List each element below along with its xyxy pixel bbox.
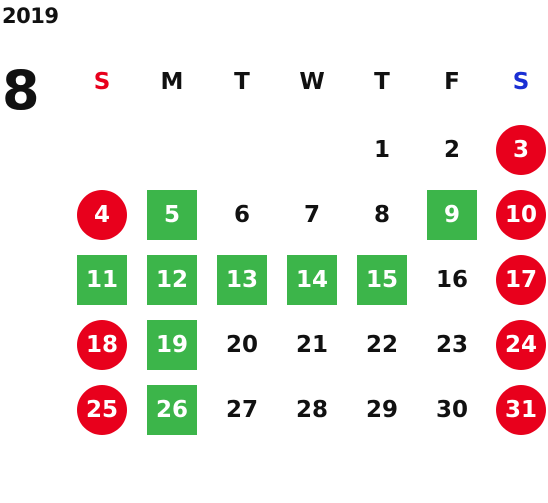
- day-cell-26[interactable]: 26: [147, 385, 197, 435]
- day-cell-1[interactable]: 1: [373, 137, 390, 163]
- day-cell-13[interactable]: 13: [217, 255, 267, 305]
- day-cell-7[interactable]: 7: [303, 202, 320, 228]
- day-cell-29[interactable]: 29: [365, 397, 398, 423]
- day-cell-28[interactable]: 28: [295, 397, 328, 423]
- day-cell-18[interactable]: 18: [77, 320, 127, 370]
- weekday-header-5: F: [444, 69, 460, 95]
- day-cell-27[interactable]: 27: [225, 397, 258, 423]
- day-cell-17[interactable]: 17: [496, 255, 546, 305]
- day-cell-25[interactable]: 25: [77, 385, 127, 435]
- day-cell-23[interactable]: 23: [435, 332, 468, 358]
- month-number: 8: [2, 59, 40, 122]
- day-cell-11[interactable]: 11: [77, 255, 127, 305]
- day-cell-16[interactable]: 16: [435, 267, 468, 293]
- day-cell-19[interactable]: 19: [147, 320, 197, 370]
- day-cell-5[interactable]: 5: [147, 190, 197, 240]
- day-cell-6[interactable]: 6: [233, 202, 250, 228]
- weekday-header-1: M: [160, 69, 184, 95]
- day-cell-15[interactable]: 15: [357, 255, 407, 305]
- day-cell-21[interactable]: 21: [295, 332, 328, 358]
- day-cell-31[interactable]: 31: [496, 385, 546, 435]
- day-cell-20[interactable]: 20: [225, 332, 258, 358]
- day-cell-10[interactable]: 10: [496, 190, 546, 240]
- weekday-header-3: W: [299, 69, 325, 95]
- weekday-header-6: S: [512, 69, 530, 95]
- day-cell-8[interactable]: 8: [373, 202, 390, 228]
- day-cell-22[interactable]: 22: [365, 332, 398, 358]
- year-label: 2019: [2, 4, 59, 28]
- day-cell-24[interactable]: 24: [496, 320, 546, 370]
- day-cell-3[interactable]: 3: [496, 125, 546, 175]
- day-cell-30[interactable]: 30: [435, 397, 468, 423]
- day-cell-14[interactable]: 14: [287, 255, 337, 305]
- day-cell-12[interactable]: 12: [147, 255, 197, 305]
- weekday-header-4: T: [374, 69, 390, 95]
- day-cell-4[interactable]: 4: [77, 190, 127, 240]
- weekday-header-0: S: [93, 69, 111, 95]
- weekday-header-2: T: [234, 69, 250, 95]
- day-cell-9[interactable]: 9: [427, 190, 477, 240]
- day-cell-2[interactable]: 2: [443, 137, 460, 163]
